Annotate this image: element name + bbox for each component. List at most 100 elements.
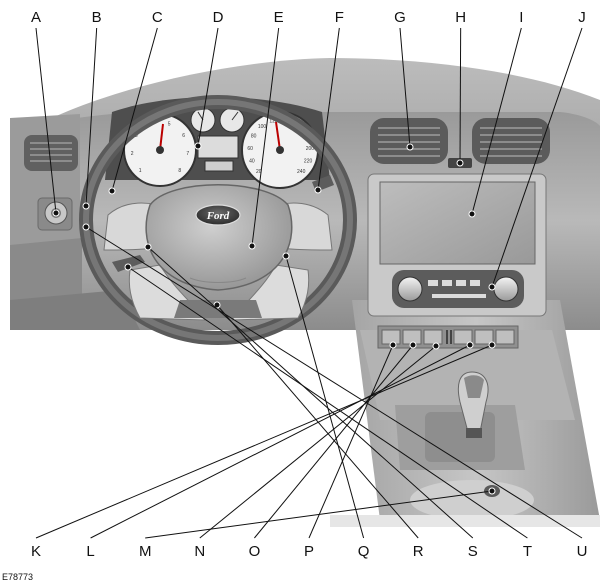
tachometer-label-1: 1	[139, 168, 142, 174]
speedometer-needle	[275, 121, 281, 151]
center-air-vents	[370, 118, 550, 168]
callout-label-e: E	[274, 9, 284, 26]
leader-line-p	[308, 344, 394, 539]
tachometer-label-6: 6	[182, 133, 185, 139]
callout-label-q: Q	[358, 543, 370, 560]
callout-label-l: L	[86, 543, 94, 560]
callout-dot-t	[124, 263, 132, 271]
callout-label-m: M	[139, 543, 152, 560]
leader-line-d	[197, 27, 219, 147]
callout-label-k: K	[31, 543, 41, 560]
callout-label-s: S	[468, 543, 478, 560]
audio-unit	[367, 173, 547, 317]
callout-dot-l	[466, 341, 474, 349]
leader-line-f	[317, 27, 340, 191]
callout-label-i: I	[519, 9, 523, 26]
leader-line-g	[399, 27, 411, 148]
callout-dot-o	[409, 341, 417, 349]
callout-dot-i	[468, 210, 476, 218]
callout-dot-n	[432, 342, 440, 350]
speedometer-label-60: 60	[247, 146, 253, 152]
callout-dot-k	[488, 341, 496, 349]
ford-logo	[195, 204, 241, 226]
tachometer-needle	[159, 123, 164, 151]
callout-dot-d	[194, 142, 202, 150]
speedometer-label-100: 100	[258, 124, 267, 130]
leader-line-c	[111, 27, 158, 192]
leader-line-b	[85, 27, 98, 207]
speedometer-label-200: 200	[306, 146, 315, 152]
speedometer-label-80: 80	[251, 134, 257, 140]
gear-selector-lever	[457, 371, 489, 438]
speedometer-label-220: 220	[304, 159, 313, 165]
callout-label-r: R	[413, 543, 424, 560]
callout-dot-c	[108, 187, 116, 195]
callout-dot-s	[144, 243, 152, 251]
audio-display	[379, 181, 536, 265]
speedometer-label-20: 20	[256, 169, 262, 175]
leader-line-o	[254, 344, 414, 539]
leader-line-j	[491, 27, 583, 288]
speedometer-label-240: 240	[297, 169, 306, 175]
callout-dot-a	[52, 209, 60, 217]
left-control-knob	[397, 276, 423, 302]
leader-line-m	[145, 490, 493, 539]
callout-label-h: H	[455, 9, 466, 26]
ford-logo-text: Ford	[206, 210, 230, 222]
tachometer-label-5: 5	[168, 122, 171, 128]
callout-dot-e	[248, 242, 256, 250]
leader-line-t	[127, 266, 528, 539]
callout-dot-q	[282, 252, 290, 260]
leader-line-r	[216, 304, 419, 539]
steering-wheel: Ford	[79, 95, 357, 345]
driver-airbag	[145, 184, 293, 291]
callout-dot-h	[456, 159, 464, 167]
callout-label-b: B	[92, 9, 102, 26]
leader-line-u	[85, 226, 583, 539]
callout-label-d: D	[213, 9, 224, 26]
climate-control-panel	[392, 270, 524, 308]
leader-line-q	[285, 255, 365, 539]
tachometer-label-2: 2	[131, 151, 134, 157]
callout-label-f: F	[335, 9, 344, 26]
callout-dot-f	[314, 186, 322, 194]
leader-line-l	[90, 344, 471, 539]
leader-line-s	[147, 246, 474, 539]
right-control-knob	[493, 276, 519, 302]
leader-line-n	[199, 345, 437, 539]
callout-label-g: G	[394, 9, 406, 26]
switch-row	[377, 325, 519, 349]
callout-label-u: U	[577, 543, 588, 560]
tachometer-label-7: 7	[186, 151, 189, 157]
callout-dot-m	[488, 487, 496, 495]
callout-label-t: T	[523, 543, 532, 560]
leader-line-a	[35, 27, 57, 214]
information-display	[197, 135, 239, 159]
callout-label-p: P	[304, 543, 314, 560]
leader-line-e	[251, 27, 280, 247]
tachometer-label-3: 3	[135, 133, 138, 139]
callout-label-c: C	[152, 9, 163, 26]
reference-code: E78773	[2, 572, 33, 582]
callout-dot-j	[488, 283, 496, 291]
callout-label-j: J	[578, 9, 586, 26]
callout-layer: A B C D E F G H I J K L M N O P Q R S T U	[31, 9, 587, 560]
leader-line-h	[459, 27, 462, 164]
callout-dot-r	[213, 301, 221, 309]
callout-dot-p	[389, 341, 397, 349]
callout-dot-u	[82, 223, 90, 231]
speedometer-label-40: 40	[249, 159, 255, 165]
leader-line-i	[471, 27, 522, 215]
tachometer-label-8: 8	[178, 168, 181, 174]
callout-label-n: N	[194, 543, 205, 560]
callout-label-a: A	[31, 9, 41, 26]
callout-dot-g	[406, 143, 414, 151]
speedometer-label-120: 120	[269, 119, 278, 125]
left-air-vent	[24, 135, 78, 171]
callout-label-o: O	[249, 543, 261, 560]
leader-line-k	[35, 344, 493, 539]
callout-dot-b	[82, 202, 90, 210]
